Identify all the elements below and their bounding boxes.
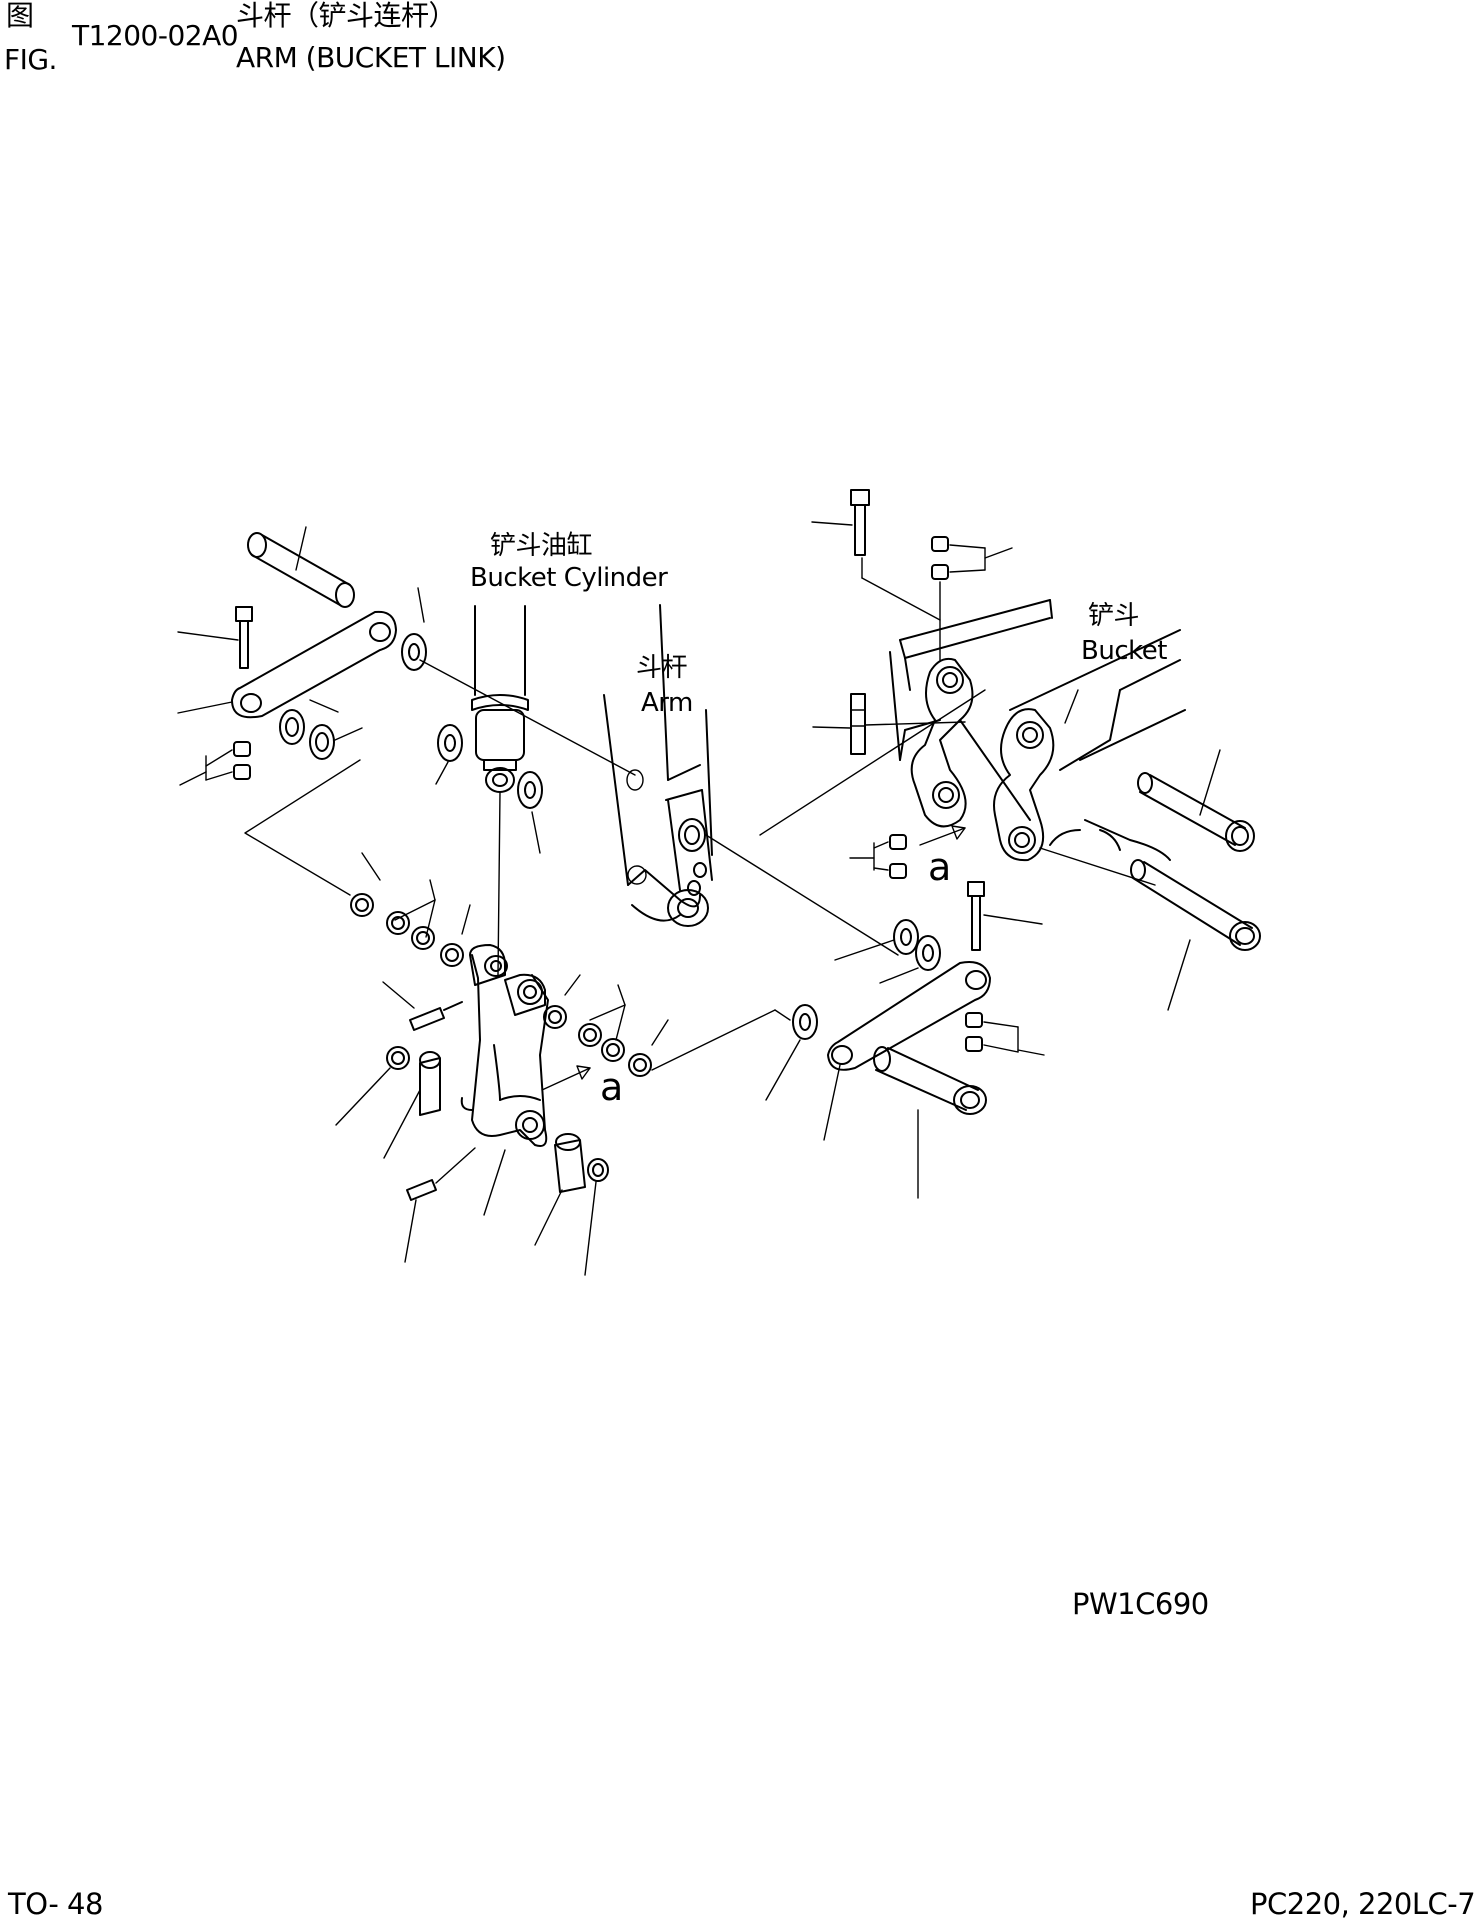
grease-fitting-lower <box>404 1147 476 1263</box>
bucket-pin-upper <box>1137 749 1255 852</box>
bushing-left <box>335 1046 441 1159</box>
arm-label-cn: 斗杆 <box>636 653 688 683</box>
bucket-label-cn: 铲斗 <box>1088 601 1140 631</box>
left-link-shims <box>279 699 363 760</box>
machine-model: PC220, 220LC-7 <box>1250 1887 1475 1921</box>
washer-top-left <box>401 587 427 671</box>
bucket-leader <box>1064 689 1079 724</box>
grease-fitting-upper <box>382 981 463 1031</box>
arm-label-en: Arm <box>641 688 693 718</box>
left-link-pin <box>247 526 355 608</box>
seal-rings-right <box>543 974 791 1077</box>
bushing-right <box>483 1133 609 1276</box>
right-link-bolt <box>967 881 1043 951</box>
title-en: ARM (BUCKET LINK) <box>236 41 506 74</box>
left-link-bolt <box>177 606 253 669</box>
arm <box>603 604 713 927</box>
seal-rings-left <box>350 852 471 967</box>
cylinder-washers <box>435 724 543 854</box>
bucket-cylinder-label-cn: 铲斗油缸 <box>490 531 593 561</box>
page-number: TO- 48 <box>8 1887 103 1921</box>
bucket-nuts-a <box>849 834 907 879</box>
left-link-nuts <box>179 741 251 786</box>
drawing-code: PW1C690 <box>1072 1587 1209 1621</box>
bucket-bolt-top <box>811 489 941 621</box>
bucket-cylinder <box>471 605 529 793</box>
bucket-body <box>889 599 1186 861</box>
right-link-pin <box>873 1046 987 1199</box>
fig-label-cn: 图 <box>6 0 34 32</box>
bucket-cylinder-label-en: Bucket Cylinder <box>470 563 668 593</box>
bucket-bracket-left <box>910 657 974 828</box>
bucket-bolt-side <box>812 693 866 755</box>
bucket-pin-lower <box>1130 859 1261 1011</box>
arrow-a-right <box>919 825 966 846</box>
bucket-nuts-top <box>931 536 1013 661</box>
reference-a-right: a <box>928 845 952 889</box>
left-link-plate <box>177 610 397 719</box>
fig-label-en: FIG. <box>4 43 57 76</box>
right-link-plate <box>823 961 991 1141</box>
reference-a-left: a <box>600 1065 624 1109</box>
bucket-bracket-right <box>993 708 1055 862</box>
arrow-a-left <box>541 1065 591 1091</box>
right-washers <box>765 919 941 1101</box>
bucket-label-en: Bucket <box>1081 636 1167 666</box>
right-link-nuts <box>965 1012 1045 1056</box>
center-h-link <box>460 944 549 1147</box>
title-cn: 斗杆（铲斗连杆） <box>236 0 457 32</box>
fig-number: T1200-02A0 <box>72 19 239 52</box>
